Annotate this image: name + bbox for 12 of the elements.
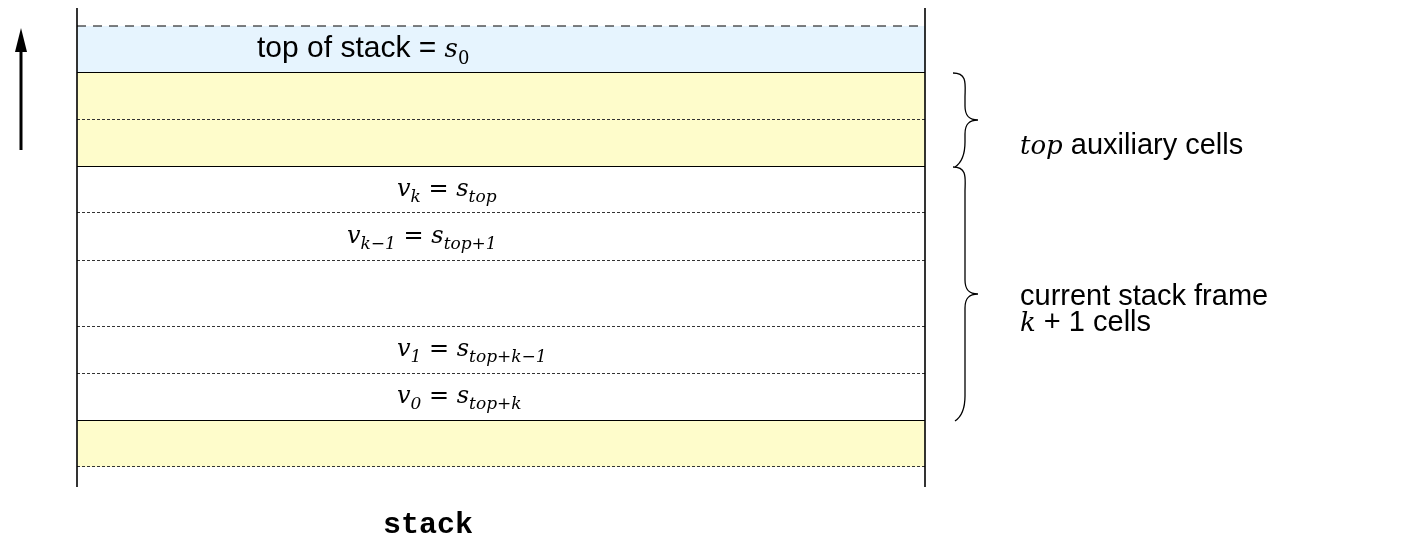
empty-stack-cell: [77, 421, 925, 467]
bracket-label: top auxiliary cells: [1020, 131, 1245, 158]
cell-text: v$_{1}$ = s$_{top+k−1}$: [397, 334, 547, 366]
cell-text: v$_{0}$ = s$_{top+k}$: [397, 381, 522, 413]
empty-stack-cell: [77, 120, 925, 167]
bracket-label: current stack frame k + 1 cells: [1020, 282, 1270, 335]
cell-text: v$_{k−1}$ = s$_{top+1}$: [347, 220, 497, 253]
empty-stack-cell: [77, 73, 925, 120]
stack-cell: [77, 26, 925, 73]
cell-text: v$_{k}$ = s$_{top}$: [397, 173, 497, 206]
stack-caption: stack: [383, 508, 473, 541]
cell-text: top of stack = s$_{0}$: [257, 30, 470, 68]
